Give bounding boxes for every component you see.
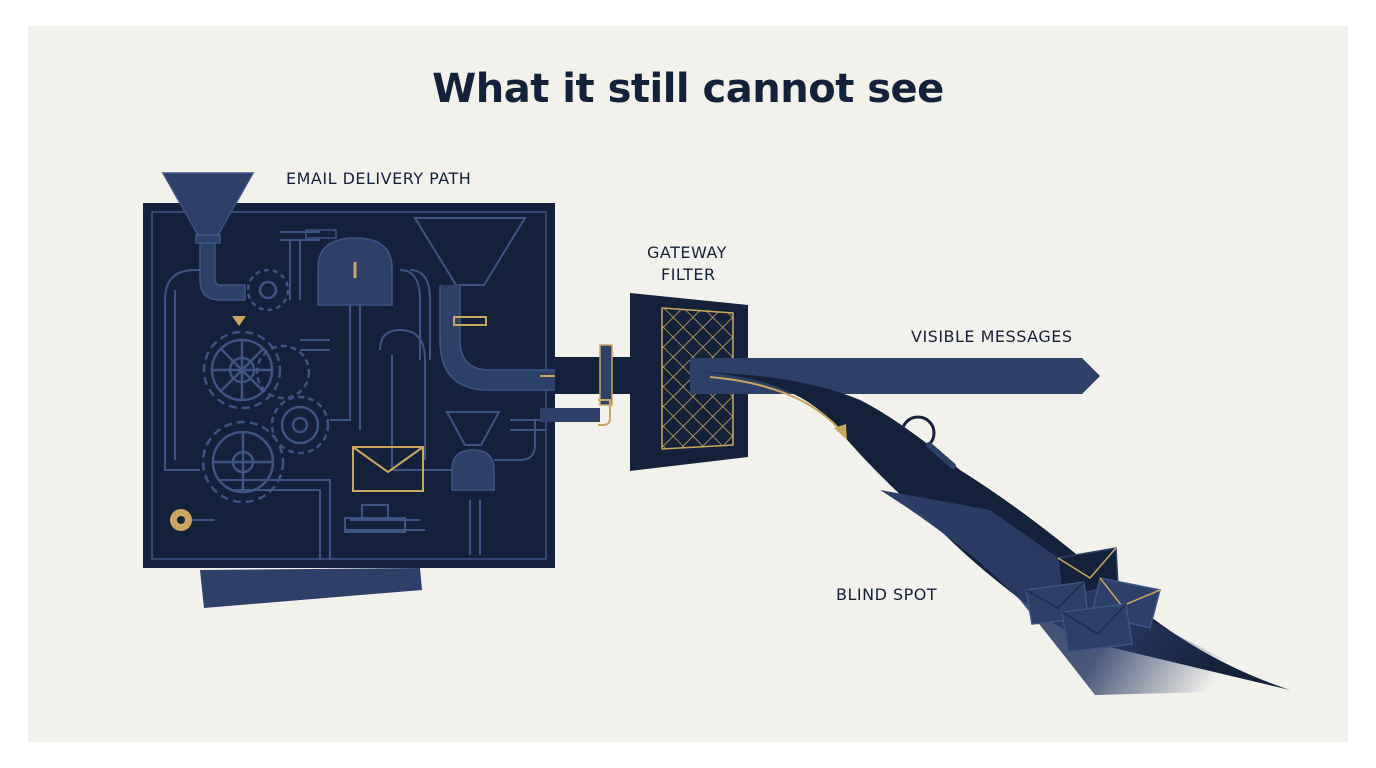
blind-spot-path [700, 372, 1295, 695]
valve [344, 504, 406, 533]
funnel-icon [445, 411, 536, 491]
email-delivery-path-label: EMAIL DELIVERY PATH [286, 169, 472, 188]
visible-messages-label: VISIBLE MESSAGES [911, 327, 1073, 346]
marker-triangle [232, 316, 246, 326]
magnifier-icon [900, 415, 956, 469]
funnel-icon [161, 172, 255, 301]
connector-pipe [540, 344, 635, 426]
email-delivery-machine [143, 172, 601, 568]
envelope-icon [1061, 603, 1133, 653]
machine-base [200, 568, 422, 608]
knob [170, 509, 192, 531]
gateway-filter-label-line2: FILTER [661, 265, 716, 284]
gear-icon [201, 268, 330, 504]
blind-spot-label: BLIND SPOT [836, 585, 938, 604]
gauge-icon [305, 229, 393, 306]
gateway-filter-label-line1: GATEWAY [647, 243, 727, 262]
page-title: What it still cannot see [432, 66, 944, 112]
envelope-icon [352, 446, 424, 492]
